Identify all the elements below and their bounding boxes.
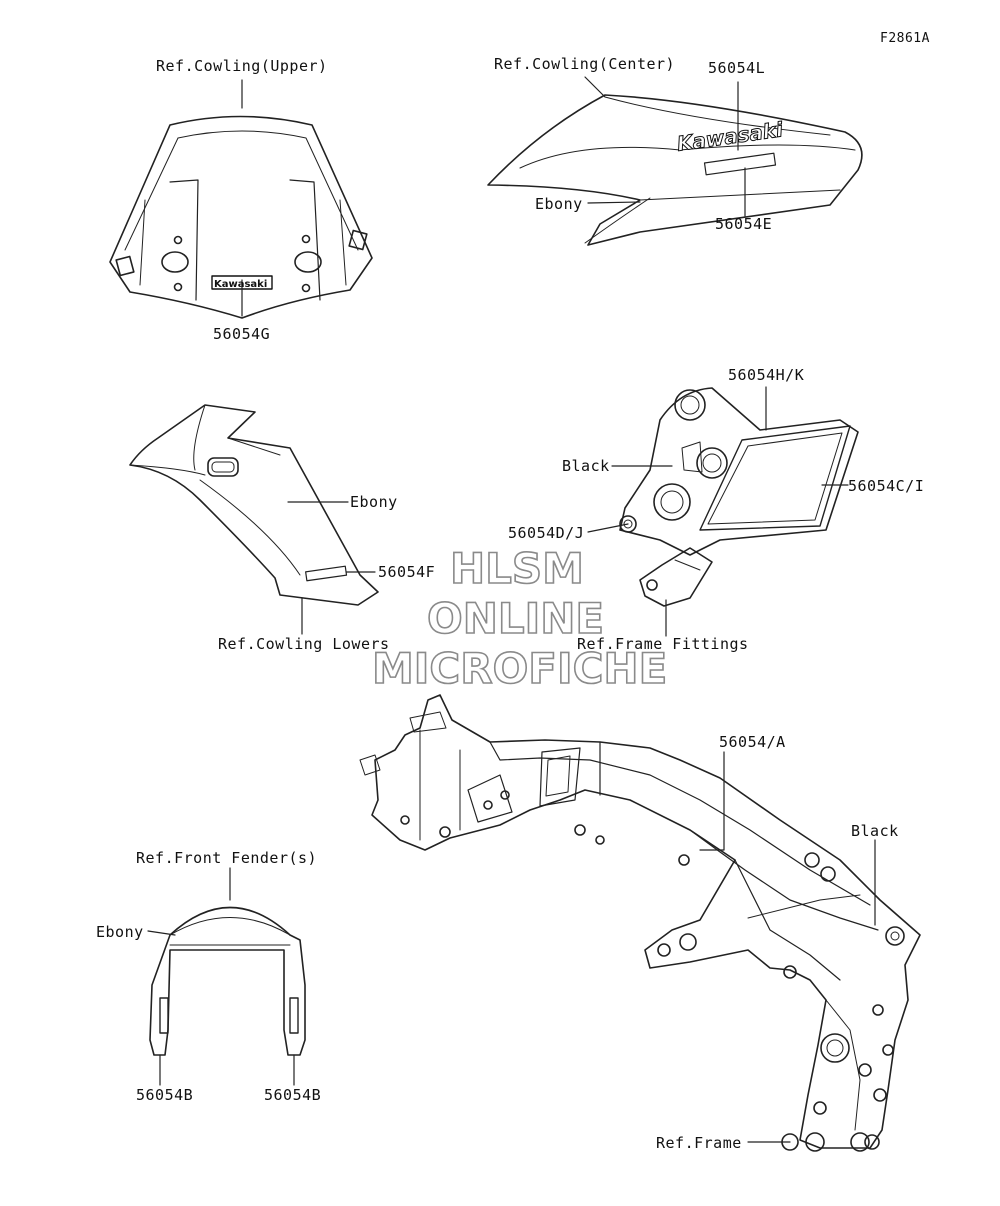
leader-lines (147, 76, 876, 1143)
label-part-56054hk: 56054H/K (728, 366, 805, 384)
label-part-56054dj: 56054D/J (508, 524, 585, 542)
label-ref-front-fender: Ref.Front Fender(s) (136, 849, 318, 867)
watermark-line-3: MICROFICHE (371, 644, 668, 693)
watermark-line-1: HLSM (449, 544, 585, 593)
label-ref-frame: Ref.Frame (656, 1134, 742, 1152)
label-part-56054e: 56054E (715, 215, 773, 233)
lower-cowling-illustration (129, 404, 379, 606)
label-part-56054b-left: 56054B (136, 1086, 194, 1104)
label-part-56054g: 56054G (213, 325, 271, 343)
label-black-frame: Black (851, 822, 899, 840)
label-part-56054l: 56054L (708, 59, 766, 77)
front-fender-illustration (149, 906, 306, 1056)
watermark-line-2: ONLINE (426, 594, 605, 643)
label-ref-cowling-upper: Ref.Cowling(Upper) (156, 57, 328, 75)
decal-brand-text-upper: Kawasaki (214, 279, 268, 290)
upper-cowling-illustration (109, 115, 373, 319)
label-part-56054ci: 56054C/I (848, 477, 925, 495)
diagram-id: F2861A (880, 31, 930, 46)
label-part-56054a: 56054/A (719, 733, 786, 751)
label-ref-frame-fittings: Ref.Frame Fittings (577, 635, 749, 653)
label-ebony-center: Ebony (535, 195, 583, 213)
main-frame-illustration (359, 694, 921, 1152)
label-ref-cowling-center: Ref.Cowling(Center) (494, 55, 676, 73)
label-part-56054f: 56054F (378, 563, 436, 581)
frame-fittings-illustration (619, 387, 859, 607)
label-ebony-lower: Ebony (350, 493, 398, 511)
center-cowling-illustration (487, 94, 863, 246)
label-ref-cowling-lowers: Ref.Cowling Lowers (218, 635, 390, 653)
label-black-fittings: Black (562, 457, 610, 475)
label-ebony-fender: Ebony (96, 923, 144, 941)
label-part-56054b-right: 56054B (264, 1086, 322, 1104)
